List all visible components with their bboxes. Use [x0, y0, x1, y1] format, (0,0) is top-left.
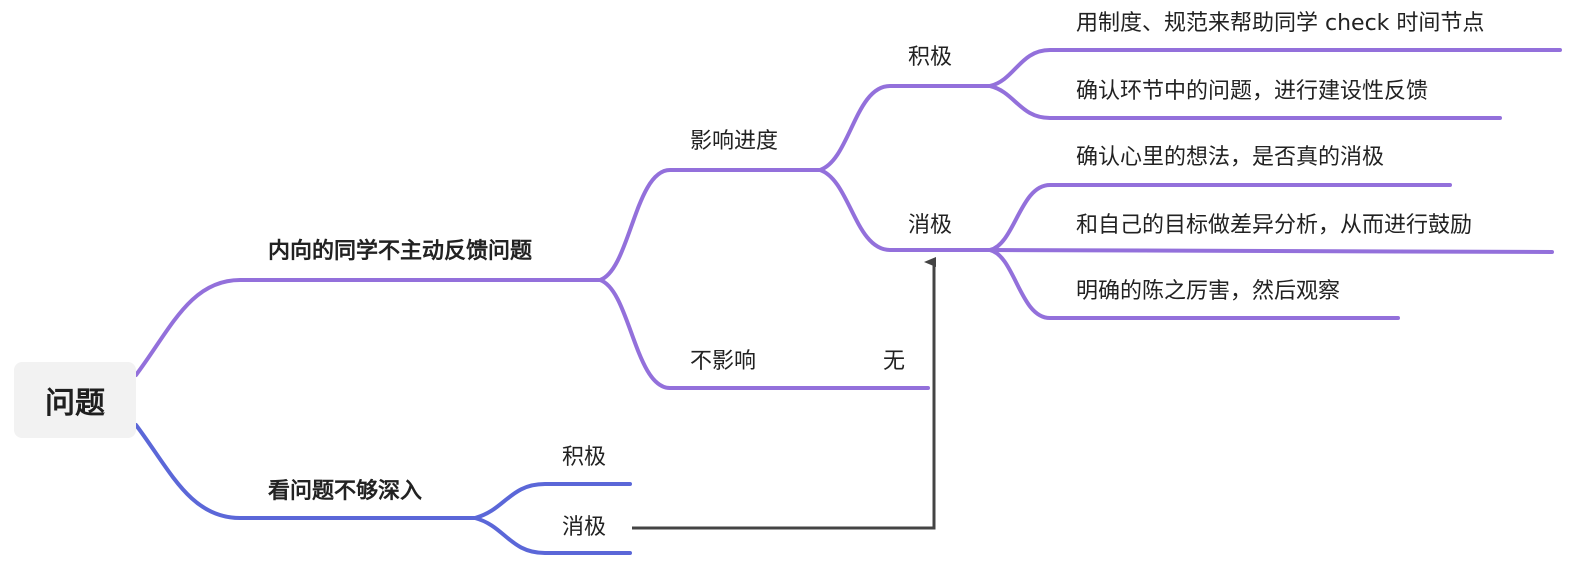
leaf-confirm-thoughts[interactable]: 确认心里的想法，是否真的消极	[1076, 145, 1385, 170]
connector-branch1-to-affects-progress	[598, 168, 822, 282]
connector-leaf-5	[988, 248, 1400, 320]
connector-leaf-1	[988, 48, 1562, 88]
connector-branch1-to-no-effect	[598, 278, 930, 390]
leaf-constructive-feedback[interactable]: 确认环节中的问题，进行建设性反馈	[1076, 79, 1429, 104]
connector-branch2-to-positive	[473, 482, 632, 520]
connector-leaf-3	[988, 183, 1452, 252]
topic-progress-negative[interactable]: 消极	[908, 213, 953, 238]
connector-root-to-branch1	[134, 278, 602, 377]
relationship-arrow[interactable]	[632, 257, 936, 530]
leaf-rules-checkpoints[interactable]: 用制度、规范来帮助同学 check 时间节点	[1076, 11, 1485, 36]
connector-leaf-2	[988, 84, 1502, 120]
topic-progress-positive[interactable]: 积极	[908, 45, 953, 70]
root-topic[interactable]: 问题	[14, 362, 136, 438]
topic-none[interactable]: 无	[883, 349, 906, 374]
topic-shallow-analysis[interactable]: 看问题不够深入	[268, 479, 423, 504]
topic-introverted-students[interactable]: 内向的同学不主动反馈问题	[268, 239, 533, 264]
connector-leaf-4	[988, 248, 1554, 254]
leaf-explain-observe[interactable]: 明确的陈之厉害，然后观察	[1076, 279, 1341, 304]
topic-affects-progress[interactable]: 影响进度	[690, 129, 779, 154]
topic-no-effect[interactable]: 不影响	[690, 349, 757, 374]
topic-shallow-positive[interactable]: 积极	[562, 445, 607, 470]
connector-progress-to-positive	[818, 84, 992, 172]
topic-shallow-negative[interactable]: 消极	[562, 515, 607, 540]
connector-root-to-branch2	[134, 423, 477, 520]
connector-branch2-to-negative	[473, 516, 632, 555]
root-topic-label: 问题	[45, 386, 105, 421]
connector-progress-to-negative	[818, 168, 992, 252]
leaf-gap-analysis[interactable]: 和自己的目标做差异分析，从而进行鼓励	[1076, 213, 1473, 238]
